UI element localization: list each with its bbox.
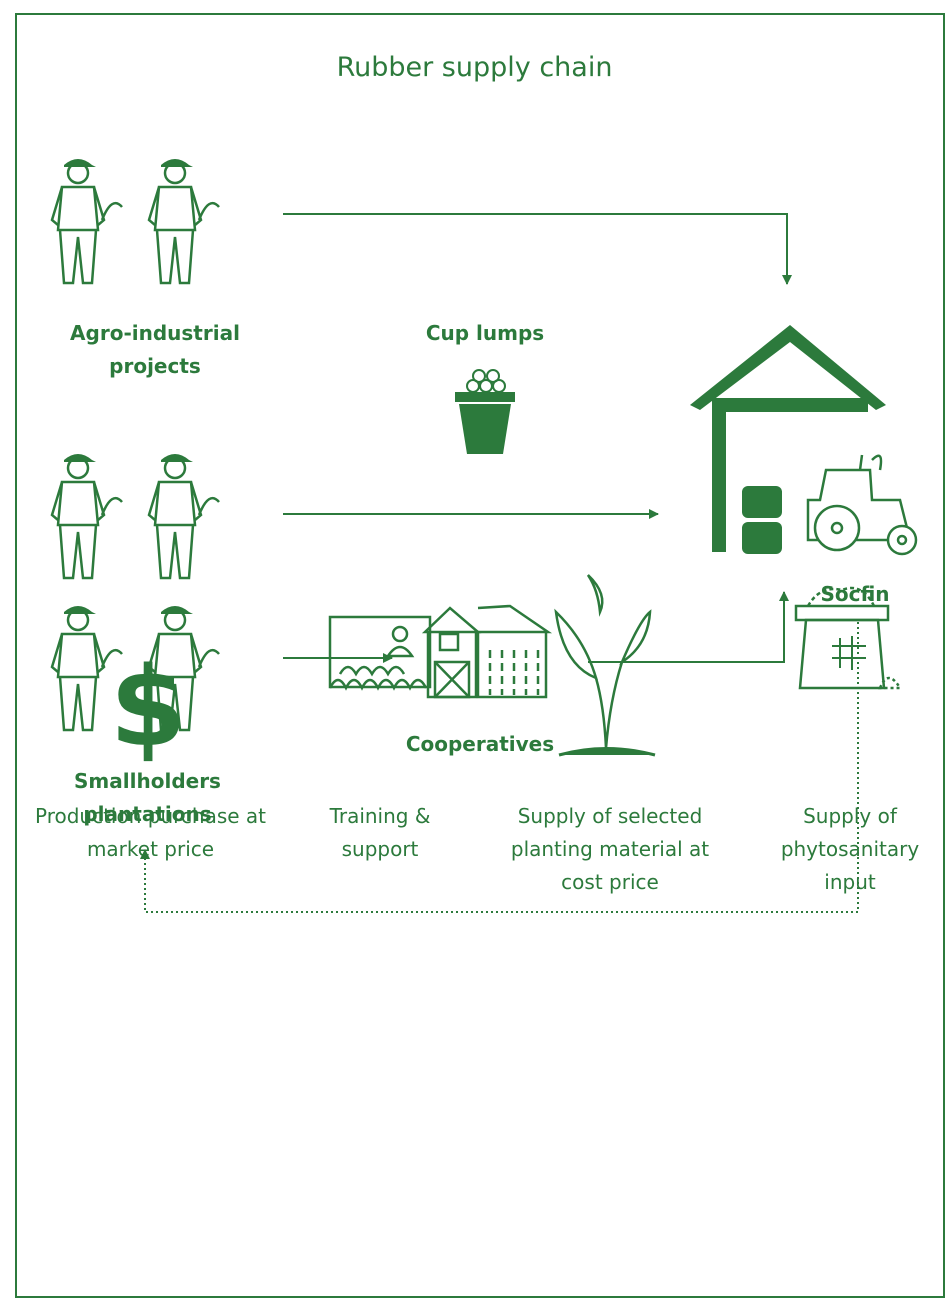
agro-farmers-icon: [50, 157, 221, 285]
benefit-phytosanitary-input: Supply of phytosanitary input: [780, 804, 920, 894]
benefit-production-purchase: Production purchase at market price: [34, 804, 267, 861]
socfin-label: Socfin: [820, 582, 890, 606]
svg-text:$: $: [110, 643, 187, 771]
arrow-agro-to-socfin: [283, 213, 792, 285]
socfin-factory-icon: [690, 325, 918, 556]
training-icon: [328, 615, 432, 691]
seedling-icon: [554, 574, 656, 757]
agro-industrial-label: Agro-industrial projects: [70, 321, 240, 378]
benefit-planting-material: Supply of selected planting material at …: [510, 804, 710, 894]
cooperatives-label: Cooperatives: [405, 732, 555, 756]
cooperatives-barn-icon: [421, 604, 553, 699]
cup-lumps-label: Cup lumps: [425, 321, 545, 345]
smallholders-label: Smallholders plantations: [74, 769, 221, 826]
dotted-arrow-socfin-to-smallholders: [140, 622, 859, 913]
dollar-icon: $: [110, 643, 187, 771]
fertilizer-sack-icon: [794, 586, 903, 690]
benefit-training-support: Training & support: [329, 804, 431, 861]
diagram-title: Rubber supply chain: [336, 52, 613, 83]
arrow-cooperatives-to-socfin: [588, 591, 789, 663]
cup-lumps-icon: [455, 369, 515, 454]
